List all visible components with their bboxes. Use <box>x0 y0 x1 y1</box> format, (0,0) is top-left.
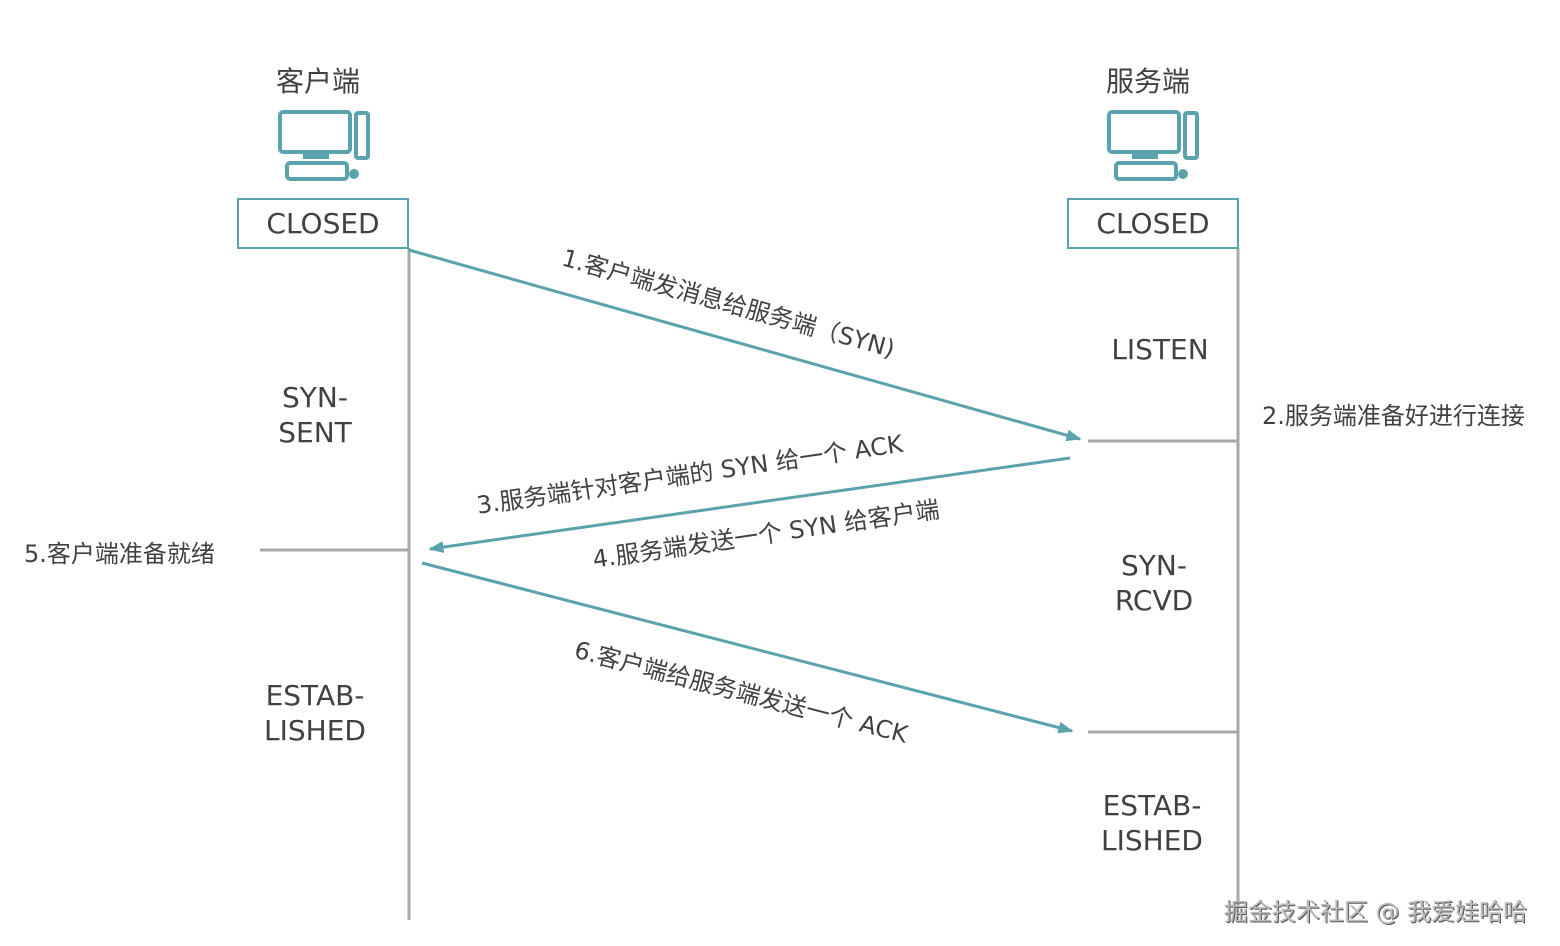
arrow-ack <box>421 561 1074 734</box>
client-ready-note: 5.客户端准备就绪 <box>24 540 215 568</box>
arrow-syn <box>408 248 1082 442</box>
server-computer-icon <box>1107 110 1199 181</box>
watermark: 掘金技术社区 @ 我爱娃哈哈 <box>1224 898 1528 926</box>
server-state-listen: LISTEN <box>1111 333 1209 366</box>
client-title: 客户端 <box>276 65 361 98</box>
server-ready-note: 2.服务端准备好进行连接 <box>1262 402 1525 430</box>
client-computer-icon <box>278 110 370 181</box>
server-closed-state: CLOSED <box>1067 198 1239 249</box>
server-state-syn-rcvd: SYN- RCVD <box>1114 549 1194 617</box>
server-state-established: ESTAB- LISHED <box>1101 789 1203 857</box>
server-title: 服务端 <box>1106 65 1191 98</box>
arrow-syn-ack <box>428 456 1071 554</box>
client-state-syn-sent: SYN- SENT <box>278 381 352 449</box>
client-closed-state: CLOSED <box>237 198 409 249</box>
client-state-established: ESTAB- LISHED <box>264 679 366 747</box>
